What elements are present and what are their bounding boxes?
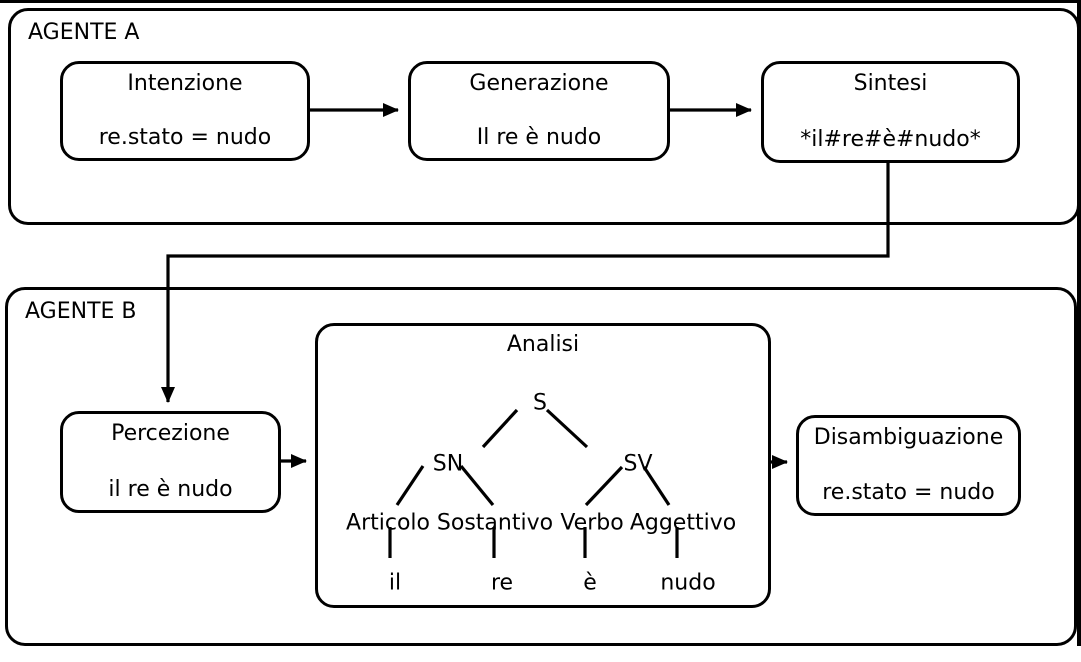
tree-node-verbo: Verbo	[560, 510, 624, 536]
tree-node-s: S	[533, 390, 547, 416]
tree-leaf-e: è	[583, 570, 597, 596]
agent-a-label: AGENTE A	[28, 20, 140, 45]
node-sintesi-value: *il#re#è#nudo*	[800, 127, 981, 152]
node-generazione-title: Generazione	[469, 71, 609, 96]
node-sintesi-title: Sintesi	[853, 71, 928, 96]
node-disambiguazione-title: Disambiguazione	[813, 425, 1004, 450]
node-analisi-title: Analisi	[506, 332, 580, 357]
tree-node-sostantivo: Sostantivo	[436, 510, 554, 536]
tree-node-sv: SV	[623, 451, 653, 477]
tree-leaf-nudo: nudo	[660, 570, 716, 596]
node-intenzione-value: re.stato = nudo	[98, 125, 272, 150]
tree-node-articolo: Articolo	[346, 510, 430, 536]
tree-node-sn: SN	[432, 451, 464, 477]
tree-leaf-re: re	[490, 570, 514, 596]
node-intenzione-title: Intenzione	[127, 71, 243, 96]
node-generazione: Generazione Il re è nudo	[408, 61, 670, 161]
image-border-top	[0, 0, 1081, 3]
node-percezione-value: il re è nudo	[108, 477, 233, 502]
image-border-right	[1077, 0, 1081, 646]
node-intenzione: Intenzione re.stato = nudo	[60, 61, 310, 161]
node-percezione: Percezione il re è nudo	[60, 411, 281, 513]
node-sintesi: Sintesi *il#re#è#nudo*	[761, 61, 1020, 163]
node-analisi: Analisi S SN SV Articolo Sostantivo Verb…	[315, 323, 771, 608]
tree-node-aggettivo: Aggettivo	[629, 510, 737, 536]
node-disambiguazione: Disambiguazione re.stato = nudo	[796, 415, 1021, 516]
agent-b-container: AGENTE B Percezione il re è nudo Analisi…	[5, 287, 1077, 646]
node-generazione-value: Il re è nudo	[476, 125, 602, 150]
agent-a-container: AGENTE A Intenzione re.stato = nudo Gene…	[8, 8, 1080, 225]
agent-b-label: AGENTE B	[25, 299, 137, 324]
tree-leaf-il: il	[388, 570, 402, 596]
node-disambiguazione-value: re.stato = nudo	[822, 480, 995, 505]
node-percezione-title: Percezione	[111, 421, 230, 446]
